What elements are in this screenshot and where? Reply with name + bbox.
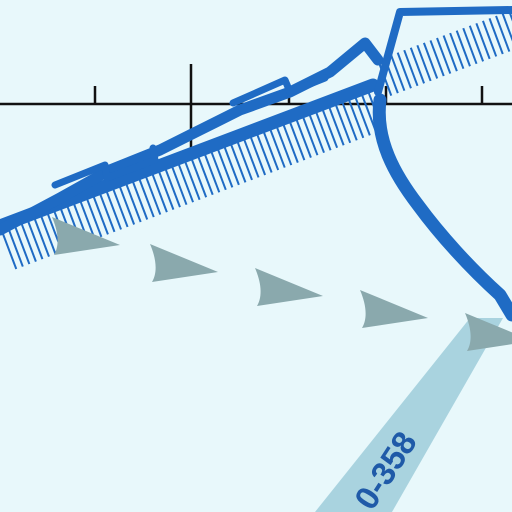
hatch-tick bbox=[287, 116, 306, 161]
hatch-tick bbox=[156, 166, 175, 210]
hatch-tick bbox=[208, 146, 227, 191]
hatch-tick bbox=[455, 30, 471, 67]
hatch-tick bbox=[468, 25, 485, 62]
hatch-tick bbox=[422, 42, 439, 79]
hatch-tick bbox=[130, 176, 149, 220]
hatch-tick bbox=[508, 10, 512, 22]
hatch-tick bbox=[333, 99, 352, 144]
hatch-tick bbox=[123, 178, 142, 223]
flow-arrow-icon bbox=[360, 290, 428, 328]
hatch-tick bbox=[313, 106, 332, 151]
hatch-tick bbox=[215, 143, 234, 188]
hatch-tick bbox=[326, 101, 345, 146]
hatch-tick bbox=[234, 136, 253, 181]
hatch-tick bbox=[475, 22, 491, 60]
hatch-tick bbox=[260, 126, 280, 171]
hatch-tick bbox=[436, 37, 452, 74]
hatch-tick bbox=[501, 13, 512, 42]
hatch-tick bbox=[481, 20, 498, 57]
hatch-tick bbox=[416, 44, 432, 82]
hatch-tick bbox=[162, 163, 181, 208]
hatch-tick bbox=[175, 158, 194, 203]
hatch-tick bbox=[136, 173, 155, 218]
hatch-tick bbox=[409, 47, 426, 84]
hatch-tick bbox=[12, 220, 31, 265]
hatch-tick bbox=[293, 114, 312, 158]
hatch-tick bbox=[247, 131, 267, 176]
hatch-tick bbox=[319, 104, 339, 149]
hatch-tick bbox=[442, 35, 458, 72]
hatch-tick bbox=[18, 218, 37, 262]
hatch-tick bbox=[488, 18, 504, 55]
hatch-tick bbox=[116, 181, 136, 225]
hatch-tick bbox=[97, 188, 116, 233]
hatch-tick bbox=[280, 119, 299, 163]
flow-arrows bbox=[52, 217, 512, 351]
hatch-tick bbox=[31, 213, 50, 258]
boundary-step bbox=[229, 74, 329, 107]
hatch-tick bbox=[110, 183, 129, 228]
flow-arrow-icon bbox=[52, 217, 120, 255]
hatch-tick bbox=[462, 27, 478, 65]
boundary-step bbox=[51, 144, 159, 189]
hatch-tick bbox=[449, 32, 465, 70]
hatch-tick bbox=[195, 151, 214, 196]
flow-arrow-icon bbox=[150, 244, 218, 282]
hatch-tick bbox=[429, 40, 445, 77]
boundary-curve bbox=[372, 93, 512, 322]
airspace-boundary bbox=[0, 6, 512, 322]
hatch-tick bbox=[396, 52, 412, 89]
hatch-tick bbox=[77, 195, 96, 240]
hatch-tick bbox=[339, 96, 358, 141]
hatch-tick bbox=[306, 109, 325, 154]
hatch-tick bbox=[495, 15, 511, 52]
hatch-tick bbox=[90, 190, 109, 235]
hatch-tick bbox=[188, 153, 208, 198]
hatch-tick bbox=[300, 111, 319, 156]
boundary-upper-edge bbox=[0, 37, 384, 236]
hatch-tick bbox=[84, 193, 103, 238]
hatch-tick bbox=[346, 94, 365, 139]
hatch-tick bbox=[403, 49, 419, 87]
boundary-top-edge bbox=[374, 6, 512, 96]
route-band bbox=[315, 318, 503, 512]
hatch-tick bbox=[182, 156, 201, 201]
hatch-tick bbox=[25, 215, 44, 260]
hatch-tick bbox=[228, 139, 247, 183]
hatch-tick bbox=[254, 129, 273, 173]
hatch-tick bbox=[202, 148, 221, 193]
hatch-tick bbox=[169, 161, 188, 206]
hatch-tick bbox=[103, 186, 122, 230]
boundary-hatch-upper bbox=[377, 10, 512, 96]
hatch-tick bbox=[38, 210, 57, 255]
hatch-tick bbox=[390, 54, 406, 92]
hatch-tick bbox=[149, 168, 168, 213]
flow-arrow-icon bbox=[465, 313, 512, 351]
hatch-tick bbox=[267, 124, 286, 168]
hatch-tick bbox=[221, 141, 240, 186]
hatch-tick bbox=[241, 134, 260, 178]
hatch-tick bbox=[352, 91, 371, 136]
hatch-tick bbox=[274, 121, 293, 166]
flow-arrow-icon bbox=[255, 268, 323, 306]
hatch-tick bbox=[143, 171, 162, 215]
